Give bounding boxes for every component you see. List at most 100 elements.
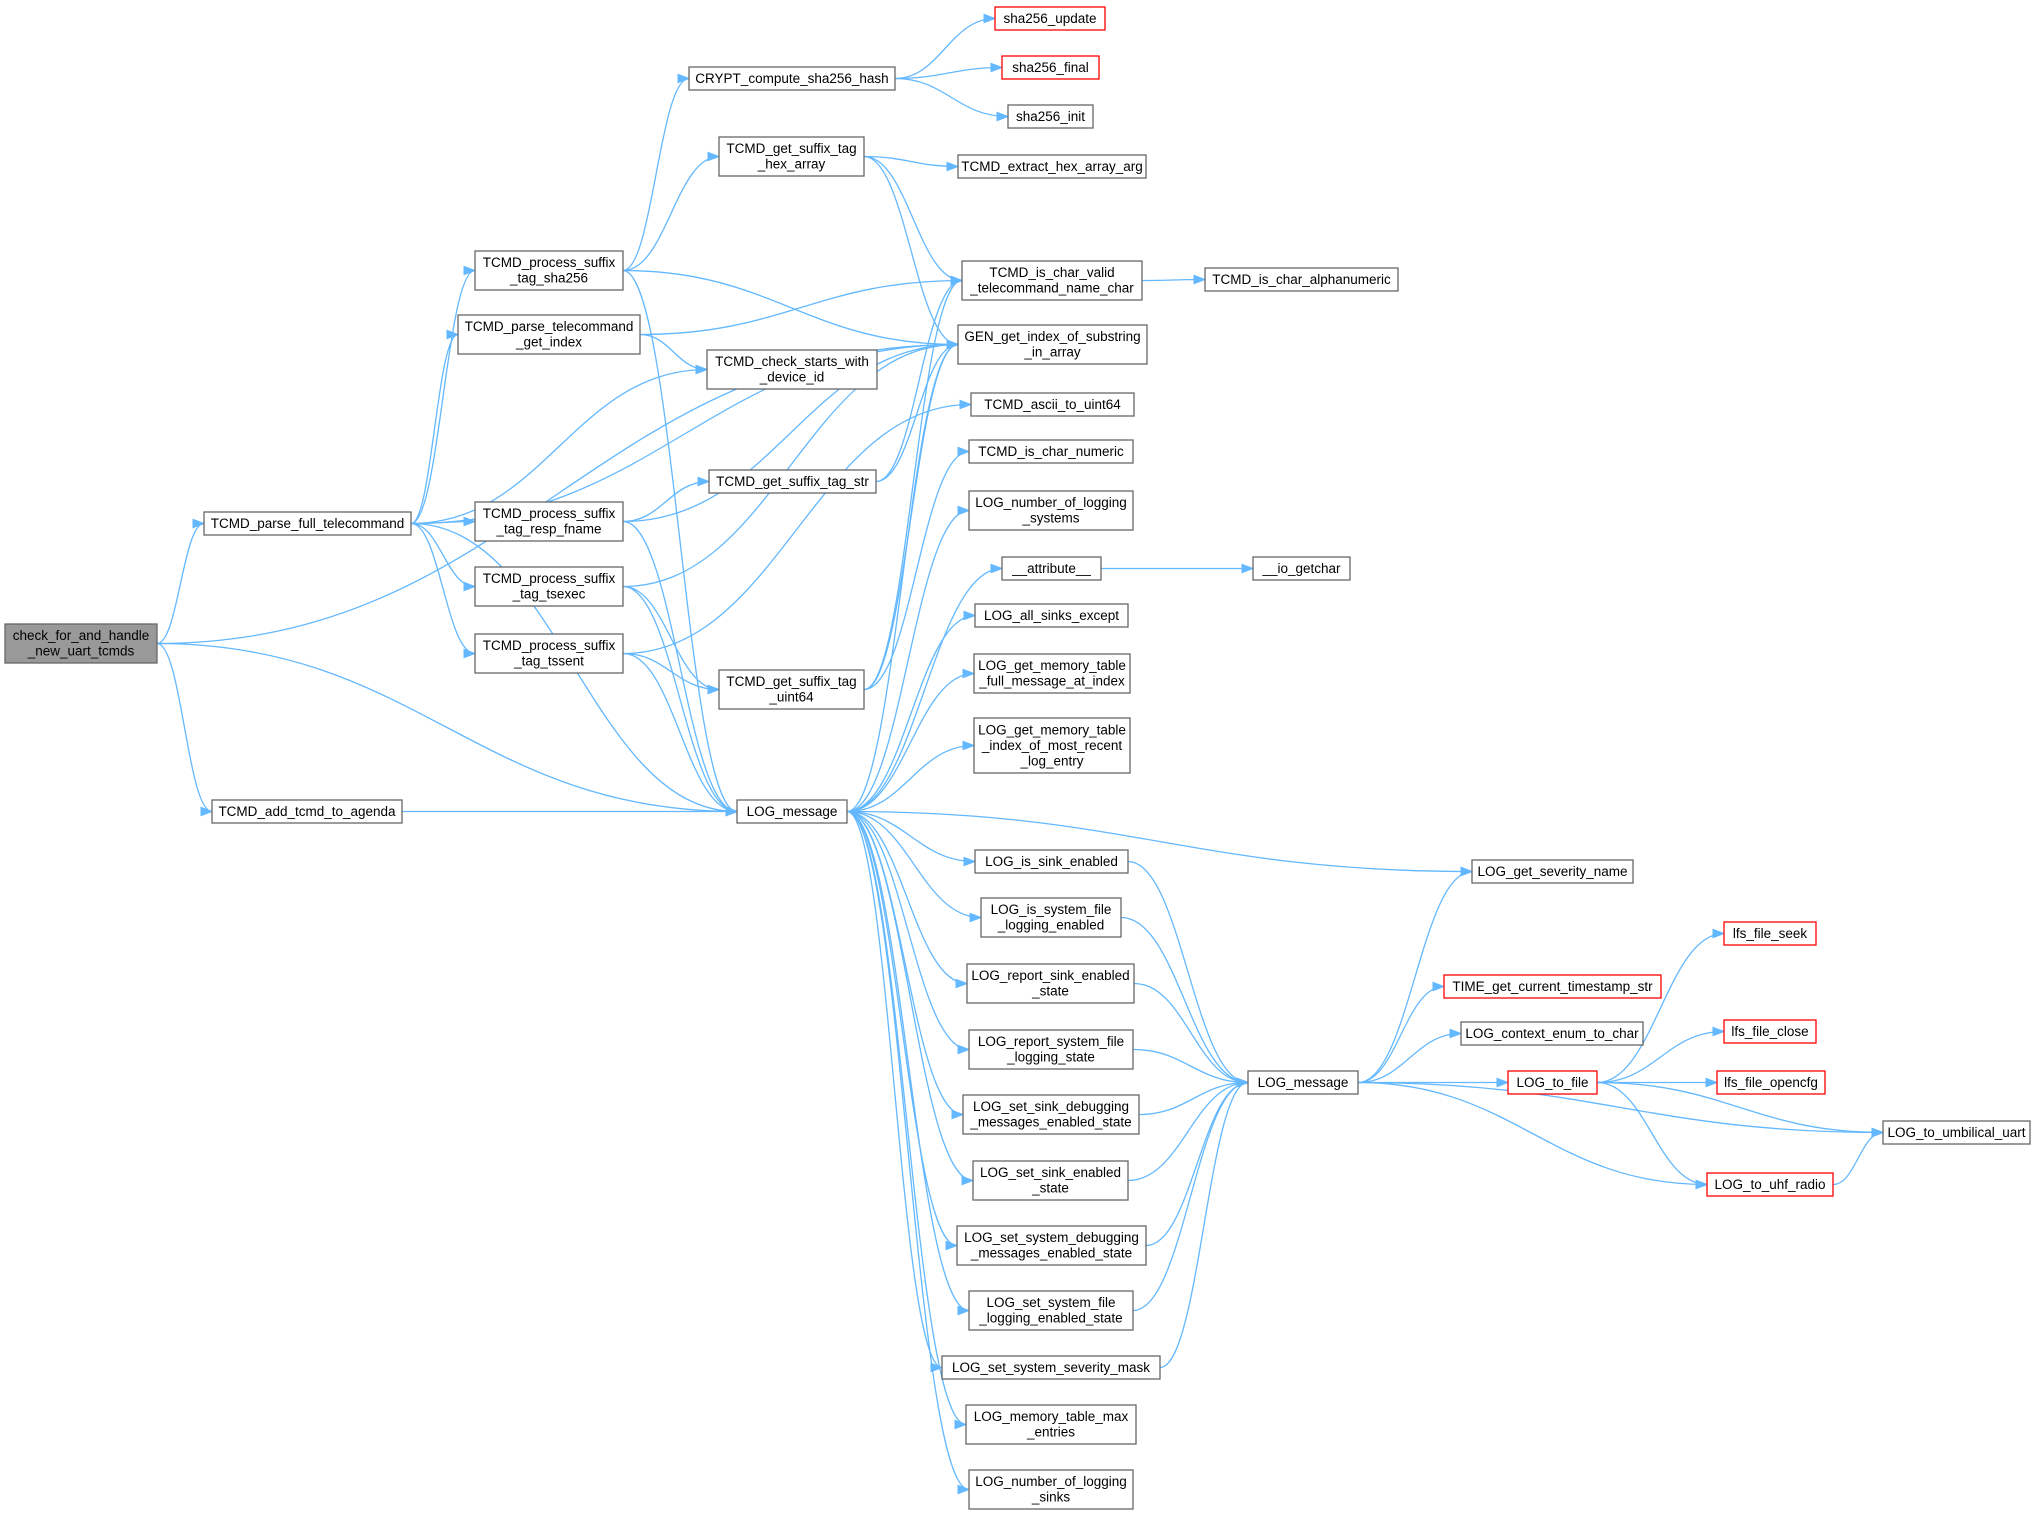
node-check[interactable]: check_for_and_handle_new_uart_tcmds bbox=[4, 623, 158, 664]
node-box-to_file[interactable] bbox=[1507, 1070, 1598, 1095]
node-box-parse_idx[interactable] bbox=[457, 314, 641, 355]
node-rep_sys[interactable]: LOG_report_system_file_logging_state bbox=[968, 1029, 1134, 1070]
node-box-sha_final[interactable] bbox=[1001, 55, 1100, 80]
node-box-get_u64[interactable] bbox=[718, 669, 865, 710]
node-box-all_sinks[interactable] bbox=[974, 603, 1129, 628]
node-mem_recent[interactable]: LOG_get_memory_table_index_of_most_recen… bbox=[973, 717, 1131, 774]
node-get_hex[interactable]: TCMD_get_suffix_tag_hex_array bbox=[718, 136, 865, 177]
node-logm1[interactable]: LOG_message bbox=[736, 799, 848, 824]
node-valid_name[interactable]: TCMD_is_char_valid_telecommand_name_char bbox=[961, 260, 1143, 301]
node-mem_max[interactable]: LOG_memory_table_max_entries bbox=[965, 1404, 1137, 1445]
node-box-to_umb[interactable] bbox=[1882, 1120, 2031, 1145]
node-box-set_sys_file[interactable] bbox=[968, 1290, 1134, 1331]
node-box-io_getchar[interactable] bbox=[1252, 556, 1351, 581]
node-box-logm1[interactable] bbox=[736, 799, 848, 824]
node-box-to_uhf[interactable] bbox=[1706, 1172, 1834, 1197]
node-box-time_ts[interactable] bbox=[1443, 974, 1662, 999]
node-num_log_sys[interactable]: LOG_number_of_logging_systems bbox=[968, 490, 1134, 531]
node-box-get_hex[interactable] bbox=[718, 136, 865, 177]
node-box-ascii_u64[interactable] bbox=[970, 392, 1135, 417]
node-box-lfs_close[interactable] bbox=[1723, 1019, 1817, 1044]
node-lfs_open[interactable]: lfs_file_opencfg bbox=[1716, 1070, 1826, 1095]
node-sha_update[interactable]: sha256_update bbox=[994, 6, 1106, 31]
node-to_umb[interactable]: LOG_to_umbilical_uart bbox=[1882, 1120, 2031, 1145]
node-box-check_dev[interactable] bbox=[706, 349, 878, 390]
node-box-mem_recent[interactable] bbox=[973, 717, 1131, 774]
node-box-lfs_open[interactable] bbox=[1716, 1070, 1826, 1095]
node-set_sys_dbg[interactable]: LOG_set_system_debugging_messages_enable… bbox=[956, 1225, 1147, 1266]
node-io_getchar[interactable]: __io_getchar bbox=[1252, 556, 1351, 581]
node-box-valid_name[interactable] bbox=[961, 260, 1143, 301]
node-box-is_numeric[interactable] bbox=[968, 439, 1134, 464]
node-is_sys_file[interactable]: LOG_is_system_file_logging_enabled bbox=[980, 897, 1122, 938]
node-all_sinks[interactable]: LOG_all_sinks_except bbox=[974, 603, 1129, 628]
node-box-num_log_sys[interactable] bbox=[968, 490, 1134, 531]
node-box-lfs_seek[interactable] bbox=[1723, 921, 1817, 946]
node-box-get_str[interactable] bbox=[708, 469, 877, 494]
node-box-extract_hex[interactable] bbox=[957, 154, 1147, 179]
node-box-check[interactable] bbox=[4, 623, 158, 664]
node-box-crypt[interactable] bbox=[688, 66, 896, 91]
node-box-num_sinks[interactable] bbox=[968, 1469, 1134, 1510]
node-proc_sha[interactable]: TCMD_process_suffix_tag_sha256 bbox=[474, 250, 624, 291]
node-box-ctx_enum[interactable] bbox=[1460, 1021, 1644, 1046]
node-proc_tssent[interactable]: TCMD_process_suffix_tag_tssent bbox=[474, 633, 624, 674]
node-box-logm2[interactable] bbox=[1247, 1070, 1359, 1095]
node-parse_full[interactable]: TCMD_parse_full_telecommand bbox=[203, 511, 412, 536]
node-add_agenda[interactable]: TCMD_add_tcmd_to_agenda bbox=[211, 799, 403, 824]
node-box-add_agenda[interactable] bbox=[211, 799, 403, 824]
node-box-sha_update[interactable] bbox=[994, 6, 1106, 31]
node-sha_init[interactable]: sha256_init bbox=[1007, 104, 1094, 129]
node-num_sinks[interactable]: LOG_number_of_logging_sinks bbox=[968, 1469, 1134, 1510]
node-proc_tsexec[interactable]: TCMD_process_suffix_tag_tsexec bbox=[474, 566, 624, 607]
node-box-proc_resp[interactable] bbox=[474, 501, 624, 542]
node-gen_idx[interactable]: GEN_get_index_of_substring_in_array bbox=[957, 324, 1148, 365]
node-box-proc_sha[interactable] bbox=[474, 250, 624, 291]
node-mem_full[interactable]: LOG_get_memory_table_full_message_at_ind… bbox=[973, 653, 1131, 694]
node-ctx_enum[interactable]: LOG_context_enum_to_char bbox=[1460, 1021, 1644, 1046]
node-check_dev[interactable]: TCMD_check_starts_with_device_id bbox=[706, 349, 878, 390]
node-rep_sink[interactable]: LOG_report_sink_enabled_state bbox=[966, 963, 1135, 1004]
node-lfs_seek[interactable]: lfs_file_seek bbox=[1723, 921, 1817, 946]
node-set_sink_dbg[interactable]: LOG_set_sink_debugging_messages_enabled_… bbox=[962, 1094, 1140, 1135]
node-box-is_sink_en[interactable] bbox=[974, 849, 1129, 874]
node-crypt[interactable]: CRYPT_compute_sha256_hash bbox=[688, 66, 896, 91]
node-box-gen_idx[interactable] bbox=[957, 324, 1148, 365]
node-box-set_sink_dbg[interactable] bbox=[962, 1094, 1140, 1135]
node-ascii_u64[interactable]: TCMD_ascii_to_uint64 bbox=[970, 392, 1135, 417]
node-box-set_sev[interactable] bbox=[941, 1355, 1161, 1380]
node-is_numeric[interactable]: TCMD_is_char_numeric bbox=[968, 439, 1134, 464]
node-box-mem_full[interactable] bbox=[973, 653, 1131, 694]
node-attr[interactable]: __attribute__ bbox=[1001, 556, 1102, 581]
node-box-set_sink_en[interactable] bbox=[972, 1160, 1129, 1201]
node-to_file[interactable]: LOG_to_file bbox=[1507, 1070, 1598, 1095]
node-set_sys_file[interactable]: LOG_set_system_file_logging_enabled_stat… bbox=[968, 1290, 1134, 1331]
node-get_str[interactable]: TCMD_get_suffix_tag_str bbox=[708, 469, 877, 494]
node-box-rep_sys[interactable] bbox=[968, 1029, 1134, 1070]
node-box-is_sys_file[interactable] bbox=[980, 897, 1122, 938]
node-time_ts[interactable]: TIME_get_current_timestamp_str bbox=[1443, 974, 1662, 999]
node-set_sink_en[interactable]: LOG_set_sink_enabled_state bbox=[972, 1160, 1129, 1201]
node-sha_final[interactable]: sha256_final bbox=[1001, 55, 1100, 80]
node-box-set_sys_dbg[interactable] bbox=[956, 1225, 1147, 1266]
node-box-proc_tssent[interactable] bbox=[474, 633, 624, 674]
node-parse_idx[interactable]: TCMD_parse_telecommand_get_index bbox=[457, 314, 641, 355]
node-box-rep_sink[interactable] bbox=[966, 963, 1135, 1004]
node-box-sha_init[interactable] bbox=[1007, 104, 1094, 129]
node-alnum[interactable]: TCMD_is_char_alphanumeric bbox=[1204, 267, 1399, 292]
node-box-parse_full[interactable] bbox=[203, 511, 412, 536]
node-box-attr[interactable] bbox=[1001, 556, 1102, 581]
node-logm2[interactable]: LOG_message bbox=[1247, 1070, 1359, 1095]
node-box-proc_tsexec[interactable] bbox=[474, 566, 624, 607]
node-box-mem_max[interactable] bbox=[965, 1404, 1137, 1445]
node-lfs_close[interactable]: lfs_file_close bbox=[1723, 1019, 1817, 1044]
node-box-sev_name[interactable] bbox=[1471, 859, 1634, 884]
node-to_uhf[interactable]: LOG_to_uhf_radio bbox=[1706, 1172, 1834, 1197]
node-box-alnum[interactable] bbox=[1204, 267, 1399, 292]
node-sev_name[interactable]: LOG_get_severity_name bbox=[1471, 859, 1634, 884]
node-is_sink_en[interactable]: LOG_is_sink_enabled bbox=[974, 849, 1129, 874]
node-get_u64[interactable]: TCMD_get_suffix_tag_uint64 bbox=[718, 669, 865, 710]
node-extract_hex[interactable]: TCMD_extract_hex_array_arg bbox=[957, 154, 1147, 179]
node-proc_resp[interactable]: TCMD_process_suffix_tag_resp_fname bbox=[474, 501, 624, 542]
node-set_sev[interactable]: LOG_set_system_severity_mask bbox=[941, 1355, 1161, 1380]
